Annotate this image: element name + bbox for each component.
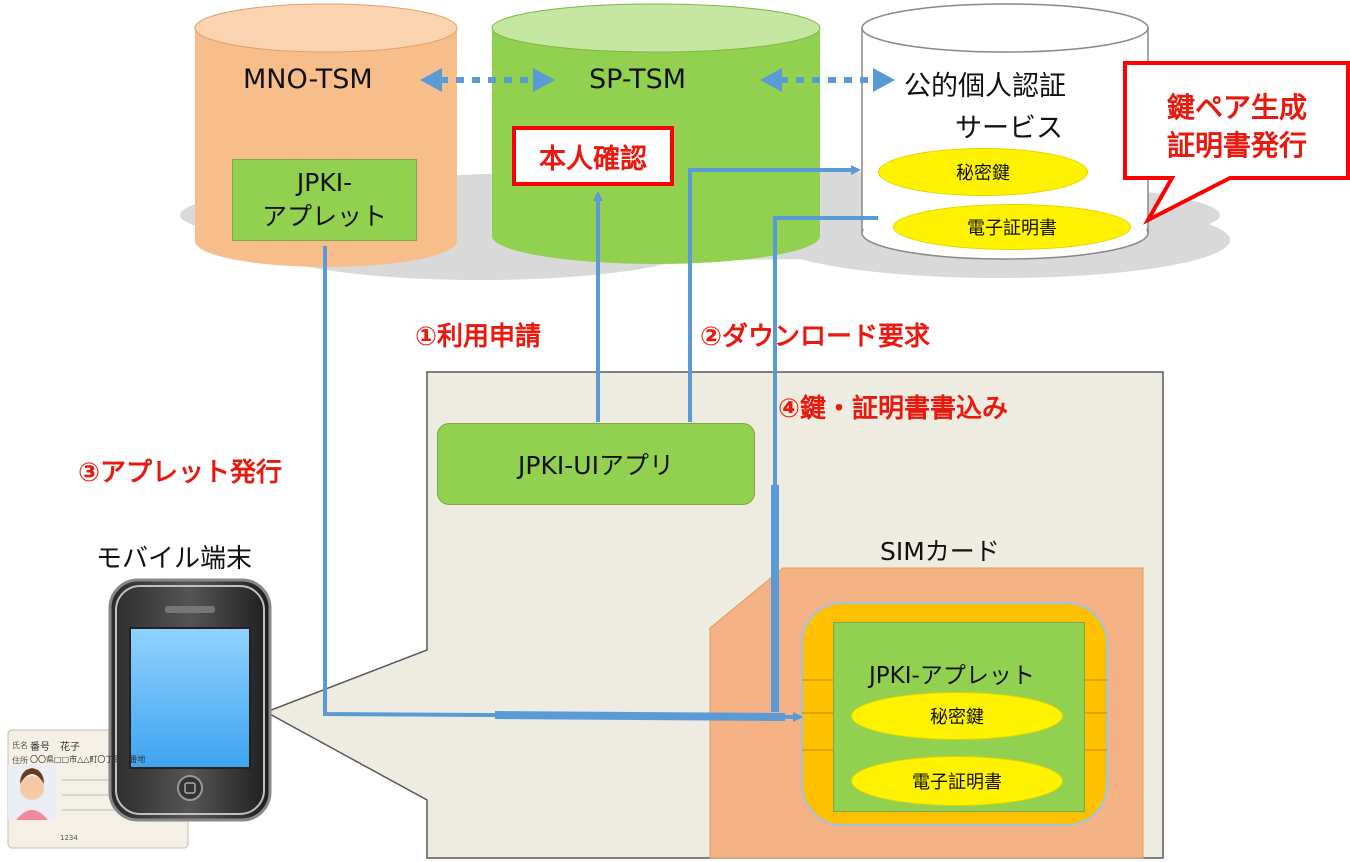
id-card-address: 〇〇県□□市△△町〇丁目〇番地: [30, 755, 146, 764]
jpki-service-label-2: サービス: [955, 113, 1063, 144]
id-card-number: 1234: [60, 834, 78, 842]
sim-card-label: SIMカード: [880, 537, 1000, 566]
id-card-address-label: 住所: [12, 756, 28, 765]
jpki-applet-mno: JPKI- アプレット: [232, 159, 417, 241]
step4-label: ④鍵・証明書書込み: [778, 394, 1009, 424]
identity-check-box: 本人確認: [512, 126, 674, 186]
jpki-ui-app-box: JPKI-UIアプリ: [437, 423, 755, 505]
sp-tsm-label: SP-TSM: [589, 64, 687, 95]
dotted-link-mno-sp: [420, 68, 555, 92]
step2-label: ②ダウンロード要求: [700, 322, 931, 352]
callout-bubble: [1123, 61, 1350, 225]
sim-applet-label: JPKI-アプレット: [869, 663, 1035, 689]
id-card-name: 番号 花子: [30, 742, 80, 753]
dotted-link-sp-service: [760, 68, 895, 92]
sim-private-key-ellipse: 秘密鍵: [851, 692, 1063, 740]
jpki-service-label-part2: 証: [1039, 71, 1066, 102]
thick-write-segment: [494, 711, 786, 721]
mobile-label: モバイル端末: [96, 544, 253, 574]
jpki-service-label-1: 公的個人認証: [904, 64, 1066, 103]
jpki-service-label-part1: 公的個人認: [904, 71, 1039, 102]
sim-certificate-ellipse: 電子証明書: [851, 756, 1063, 806]
mobile-phone-icon: [108, 578, 272, 822]
step3-label: ③アプレット発行: [78, 458, 283, 488]
jpki-applet-mno-line2: アプレット: [261, 202, 387, 231]
mno-tsm-label: MNO-TSM: [243, 64, 373, 95]
private-key-ellipse: 秘密鍵: [878, 148, 1088, 196]
id-card-name-label: 氏名: [12, 741, 28, 750]
certificate-ellipse: 電子証明書: [893, 204, 1131, 250]
step1-label: ①利用申請: [415, 322, 542, 352]
jpki-applet-mno-line1: JPKI-: [296, 168, 353, 197]
callout-line-2: 証明書発行: [1167, 129, 1308, 162]
callout-line-1: 鍵ペア生成: [1167, 91, 1308, 124]
